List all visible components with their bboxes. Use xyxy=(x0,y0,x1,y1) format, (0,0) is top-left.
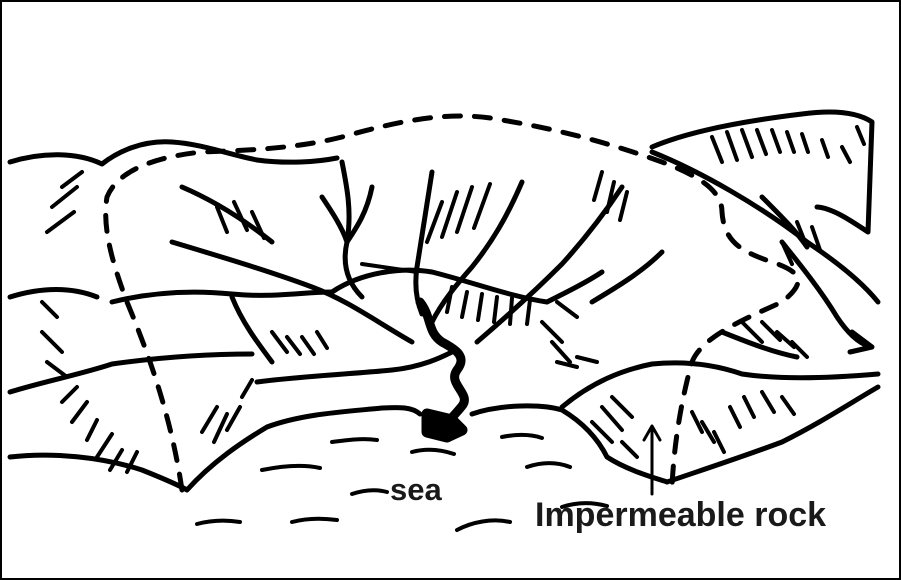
impermeable-rock-label: Impermeable rock xyxy=(535,496,826,535)
foothill-line xyxy=(10,354,252,392)
coast-line-center xyxy=(472,406,667,482)
tributary-right-2 xyxy=(722,332,797,357)
river-mouth xyxy=(427,414,462,437)
tributary-east xyxy=(477,187,622,342)
river-system xyxy=(172,162,872,437)
tributary-east-2 xyxy=(592,252,662,302)
sea-label: sea xyxy=(390,472,442,508)
mid-left-ridge-line xyxy=(112,292,332,302)
tributary-fork-1 xyxy=(322,197,347,242)
coast-line-right xyxy=(667,387,878,482)
lower-river-bank xyxy=(257,352,452,382)
tributary-northeast xyxy=(432,182,522,322)
left-hill-outline xyxy=(10,142,337,164)
lower-left-ridge-line xyxy=(10,290,97,298)
rock-pointer-arrow xyxy=(644,426,660,494)
lower-right-ridge xyxy=(562,363,878,407)
tributary-right-3 xyxy=(762,197,807,247)
tributary-north xyxy=(416,172,432,314)
hill-outlines xyxy=(10,112,878,407)
